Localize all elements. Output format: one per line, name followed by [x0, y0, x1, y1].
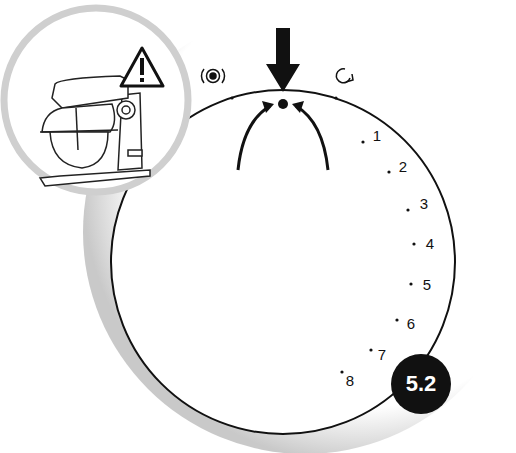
turn-arrow-right [296, 106, 328, 170]
turn-arrow-left [238, 106, 270, 170]
figure-number: 5.2 [406, 371, 437, 397]
position-arrow [266, 28, 300, 92]
rotate-icon [336, 69, 353, 83]
warning-sign [121, 48, 163, 86]
speed-number: 6 [407, 316, 415, 331]
speed-number: 5 [423, 277, 431, 292]
pulse-icon [201, 69, 224, 83]
speed-number: 1 [373, 128, 381, 143]
speed-number: 8 [346, 373, 354, 388]
arrow-head [292, 101, 304, 113]
tick-dots [230, 83, 415, 373]
mixer-illustration [40, 76, 150, 186]
figure-badge: 5.2 [391, 354, 451, 414]
arrow-head [262, 101, 274, 113]
home-dot [278, 99, 288, 109]
speed-number: 4 [426, 236, 434, 251]
dial-background [83, 10, 516, 453]
speed-number: 7 [378, 347, 386, 362]
speed-number: 3 [420, 196, 428, 211]
inset-circle [4, 8, 188, 192]
speed-number: 2 [399, 159, 407, 174]
